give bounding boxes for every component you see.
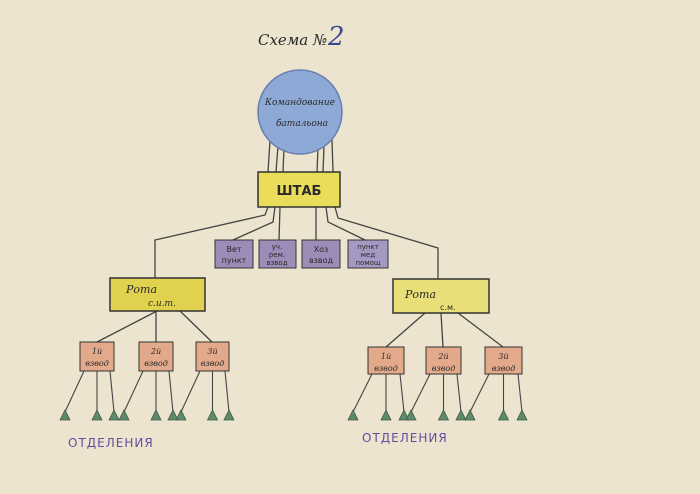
platoon-number: 2й bbox=[150, 347, 161, 356]
platoon-number: 1й bbox=[92, 347, 102, 356]
chart-title: Схема № bbox=[258, 31, 327, 49]
squad-marker bbox=[91, 409, 103, 421]
platoon-number: 3й bbox=[207, 347, 217, 356]
support-unit-repair: уч. рем. взвод bbox=[258, 239, 297, 269]
squad-connector bbox=[517, 373, 523, 413]
support-label: мед bbox=[361, 251, 376, 259]
support-unit-vet: Вет пункт bbox=[214, 239, 254, 269]
platoon-label: взвод bbox=[432, 364, 456, 373]
platoon-label: взвод bbox=[492, 364, 516, 373]
squad-marker bbox=[464, 409, 476, 421]
support-label: помощ bbox=[355, 259, 380, 267]
squad-marker bbox=[455, 409, 467, 421]
squad-connector bbox=[109, 370, 115, 413]
platoon-node: 1й взвод bbox=[367, 346, 405, 375]
squad-marker bbox=[398, 409, 410, 421]
squad-connector bbox=[224, 370, 230, 413]
platoon-node: 3й взвод bbox=[484, 346, 523, 375]
connectors bbox=[96, 139, 504, 348]
company-left: Рота с.и.т. bbox=[109, 277, 206, 312]
squad-marker bbox=[118, 409, 130, 421]
company-right: Рота с.м. bbox=[392, 278, 490, 314]
squad-connector bbox=[399, 373, 405, 413]
squad-marker bbox=[150, 409, 162, 421]
company-label: Рота bbox=[125, 283, 157, 296]
squad-marker bbox=[347, 409, 359, 421]
platoon-number: 1й bbox=[381, 352, 391, 361]
squad-connector bbox=[456, 373, 462, 413]
platoon-label: взвод bbox=[201, 359, 225, 368]
squad-marker bbox=[59, 409, 71, 421]
platoon-node: 2й взвод bbox=[138, 341, 174, 372]
platoon-node: 2й взвод bbox=[425, 346, 462, 375]
company-label: с.м. bbox=[440, 303, 456, 312]
hq-node: ШТАБ bbox=[257, 171, 341, 208]
squad-marker bbox=[108, 409, 120, 421]
squad-marker bbox=[380, 409, 392, 421]
support-label: уч. bbox=[272, 243, 283, 251]
platoon-node: 1й взвод bbox=[79, 341, 115, 372]
squad-connector bbox=[180, 370, 201, 413]
squad-marker bbox=[206, 409, 219, 421]
command-node: Командование батальона bbox=[257, 69, 343, 155]
squad-marker bbox=[497, 409, 510, 421]
squad-marker bbox=[516, 409, 528, 421]
squad-marker bbox=[167, 409, 179, 421]
command-label-2: батальона bbox=[276, 118, 328, 129]
squads-label-left: ОТДЕЛЕНИЯ bbox=[68, 436, 154, 450]
support-label: Хоз bbox=[314, 245, 329, 254]
chart-number: 2 bbox=[327, 22, 345, 52]
platoon-label: взвод bbox=[374, 364, 398, 373]
squads-label-right: ОТДЕЛЕНИЯ bbox=[362, 431, 448, 445]
squad-connector bbox=[64, 370, 85, 413]
squad-marker bbox=[223, 409, 235, 421]
support-label: пункт bbox=[357, 243, 379, 251]
support-unit-medical: пункт мед помощ bbox=[347, 239, 389, 269]
company-label: с.и.т. bbox=[148, 299, 176, 309]
squad-marker bbox=[405, 409, 417, 421]
platoon-number: 2й bbox=[437, 352, 448, 361]
squad-connector bbox=[352, 373, 373, 413]
hq-label: ШТАБ bbox=[277, 184, 322, 199]
squad-marker bbox=[437, 409, 450, 421]
squad-marker bbox=[175, 409, 187, 421]
platoon-label: взвод bbox=[144, 359, 168, 368]
support-label: взвод bbox=[266, 259, 287, 267]
support-label: взвод bbox=[309, 256, 334, 265]
squad-connector bbox=[410, 373, 431, 413]
platoon-node: 3й взвод bbox=[195, 341, 230, 372]
company-label: Рота bbox=[404, 288, 436, 301]
command-label-1: Командование bbox=[264, 98, 335, 108]
squad-connector bbox=[123, 370, 144, 413]
support-label: рем. bbox=[269, 251, 285, 259]
support-label: пункт bbox=[222, 256, 247, 265]
squad-connector bbox=[168, 370, 174, 413]
platoon-label: взвод bbox=[85, 359, 109, 368]
support-label: Вет bbox=[226, 245, 241, 254]
platoon-number: 3й bbox=[498, 352, 508, 361]
support-unit-supply: Хоз взвод bbox=[301, 239, 341, 269]
squad-connector bbox=[469, 373, 490, 413]
